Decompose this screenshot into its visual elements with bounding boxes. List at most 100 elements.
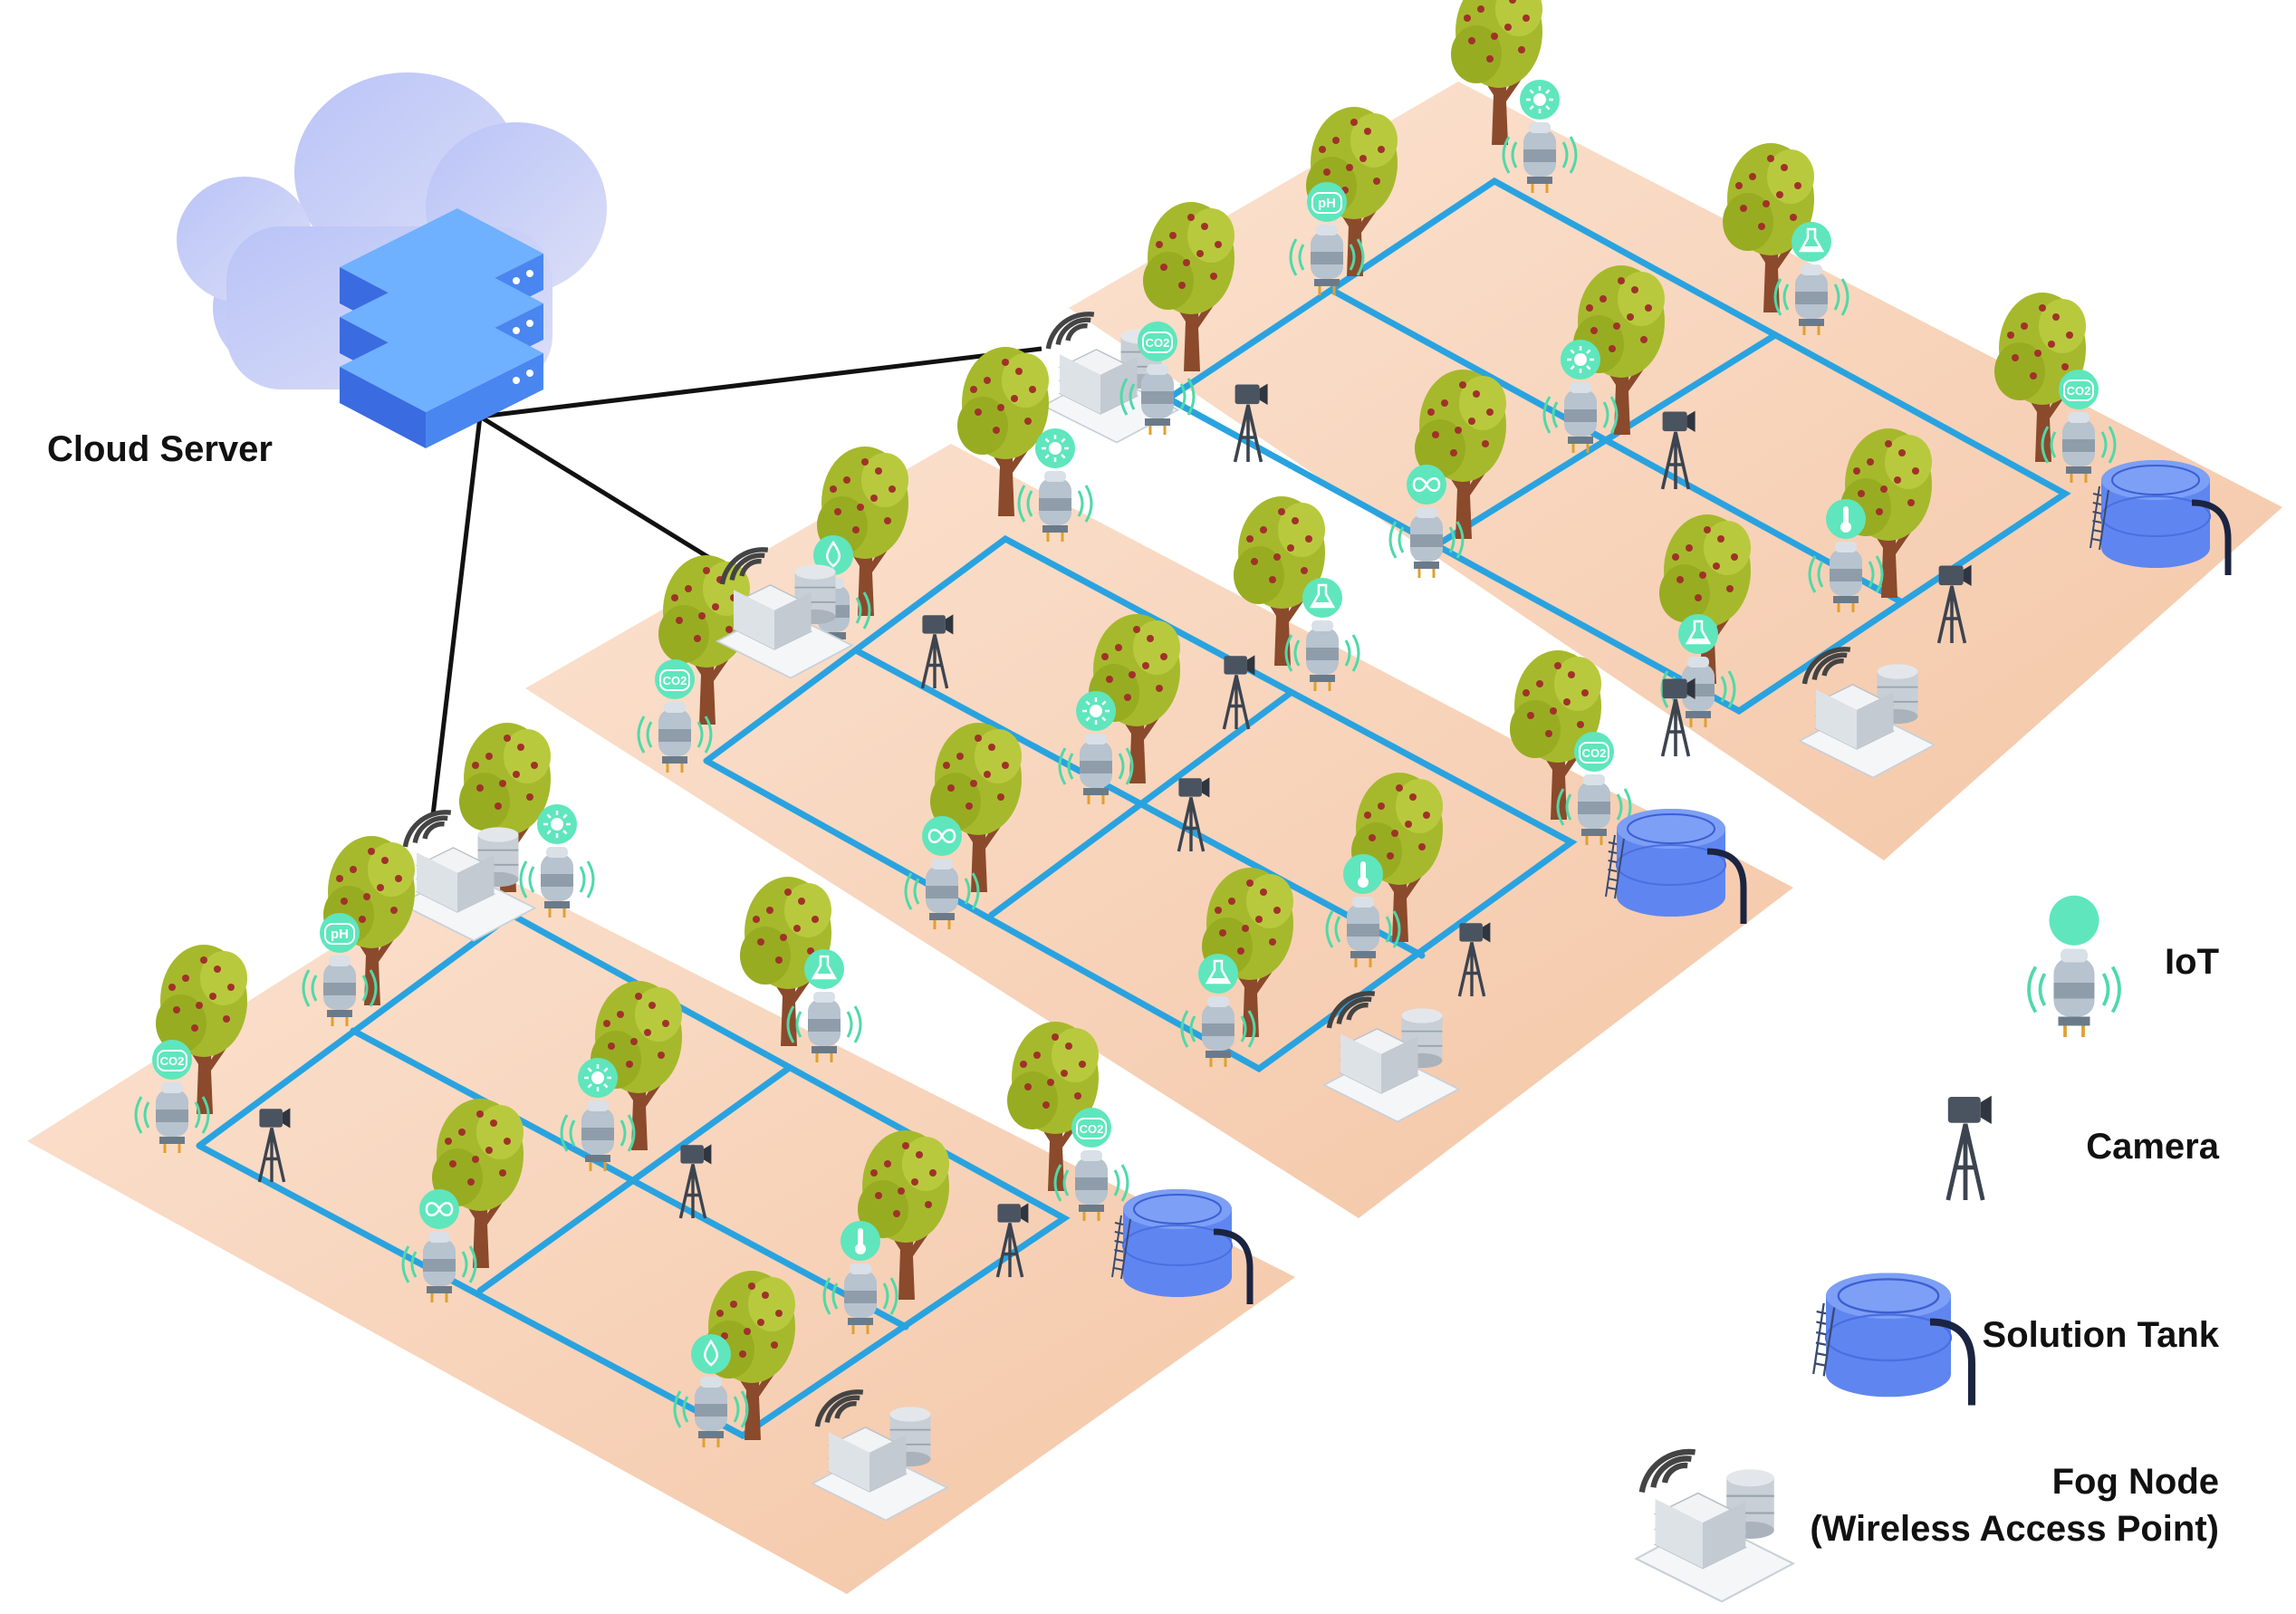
iot-sensor-icon xyxy=(1388,465,1465,578)
sensor-glyph-icon: CO2 xyxy=(1579,742,1609,764)
wifi-icon xyxy=(814,1389,864,1427)
pipe-network-back xyxy=(1165,177,2071,716)
solution-tank-icon xyxy=(1605,809,1747,924)
camera-icon xyxy=(1945,1095,1992,1201)
iot-sensor-icon: pH xyxy=(302,913,378,1026)
sensor-glyph-icon xyxy=(1685,620,1712,645)
sensor-glyph-icon xyxy=(1412,477,1441,492)
svg-text:CO2: CO2 xyxy=(2067,384,2091,398)
camera-icon xyxy=(1660,677,1696,757)
fog-node-icon xyxy=(1042,312,1180,444)
sensor-glyph-icon xyxy=(1082,697,1110,725)
svg-text:CO2: CO2 xyxy=(160,1054,185,1068)
camera-icon xyxy=(257,1108,291,1183)
sensor-glyph-icon xyxy=(1840,506,1851,533)
sensor-glyph-icon xyxy=(826,540,841,568)
tree-icon xyxy=(1007,1022,1099,1191)
sensor-glyph-icon xyxy=(811,955,838,980)
legend-fog-node-label: Fog Node (Wireless Access Point) xyxy=(1810,1458,2219,1552)
fog-node-icon xyxy=(811,1389,949,1522)
server-stack-icon xyxy=(340,208,543,448)
solution-tank-icon xyxy=(1812,1273,1976,1406)
iot-sensor-icon xyxy=(1180,954,1256,1067)
iot-sensor-icon xyxy=(2027,895,2121,1037)
camera-icon xyxy=(1660,410,1696,490)
sensor-glyph-icon xyxy=(543,811,571,838)
sensor-glyph-icon: CO2 xyxy=(2063,379,2094,401)
svg-text:CO2: CO2 xyxy=(1582,746,1607,760)
wifi-icon xyxy=(1638,1448,1696,1494)
iot-sensor-icon xyxy=(1058,691,1134,804)
legend-iot-label: IoT xyxy=(2165,942,2219,982)
tree-icon xyxy=(1510,650,1601,820)
iot-sensor-icon xyxy=(786,949,862,1062)
iot-sensor-icon: CO2 xyxy=(134,1040,210,1153)
irrigation-pipes xyxy=(196,177,2071,1440)
sensor-glyph-icon xyxy=(1358,861,1369,888)
legend-icons xyxy=(1634,895,2121,1603)
svg-text:CO2: CO2 xyxy=(1146,336,1170,350)
pipe-front-mid-1 xyxy=(350,1027,909,1331)
fog-node-icon xyxy=(1634,1448,1796,1603)
sensor-glyph-icon xyxy=(1798,227,1825,253)
iot-sensor-icon: pH xyxy=(1289,182,1365,295)
field-plot-front xyxy=(27,860,1295,1594)
iot-sensor-icon xyxy=(1502,80,1578,193)
wifi-icon xyxy=(719,547,769,585)
legend-tank-label: Solution Tank xyxy=(1982,1315,2219,1355)
iot-sensor-icon: CO2 xyxy=(1119,322,1196,435)
camera-icon xyxy=(920,614,954,689)
fog-node-icon xyxy=(1798,647,1936,779)
sensor-glyph-icon xyxy=(704,1339,718,1367)
pipe-mid-mid-2 xyxy=(988,689,1294,918)
svg-text:CO2: CO2 xyxy=(663,674,687,687)
svg-text:CO2: CO2 xyxy=(1080,1122,1104,1136)
tree-icon xyxy=(1202,868,1293,1037)
tree-icon xyxy=(1723,143,1814,312)
legend-fog-line1: Fog Node xyxy=(2051,1462,2219,1502)
sensor-glyph-icon xyxy=(1042,435,1069,462)
legend-camera-label: Camera xyxy=(2086,1127,2219,1167)
pipe-network-front xyxy=(196,910,1071,1440)
sensor-glyph-icon xyxy=(927,829,956,843)
uplink-front xyxy=(430,416,483,816)
camera-icon xyxy=(1457,922,1491,997)
legend-fog-line2: (Wireless Access Point) xyxy=(1810,1509,2219,1549)
tree-icon xyxy=(858,1130,949,1300)
sensor-glyph-icon xyxy=(1309,583,1336,609)
tree-icon xyxy=(930,723,1022,892)
sensor-glyph-icon xyxy=(1567,346,1594,373)
iot-sensor-icon xyxy=(822,1221,898,1334)
iot-sensor-icon xyxy=(1660,614,1736,727)
camera-icon xyxy=(678,1144,712,1219)
tree-icon xyxy=(156,945,247,1114)
sensor-glyph-icon: CO2 xyxy=(1142,331,1173,353)
svg-text:pH: pH xyxy=(1318,196,1336,211)
sensor-glyph-icon xyxy=(584,1064,611,1091)
iot-sensor-icon: CO2 xyxy=(2041,370,2117,483)
uplinks xyxy=(430,346,1042,816)
uplink-middle xyxy=(478,414,717,564)
camera-icon xyxy=(1936,564,1972,644)
fog-node-icon xyxy=(716,547,854,679)
solution-tank-icon xyxy=(1111,1189,1254,1304)
sensor-glyph-icon xyxy=(425,1202,454,1216)
cloud-server-label: Cloud Server xyxy=(47,429,273,469)
iot-sensor-icon: CO2 xyxy=(1053,1108,1129,1221)
tree-icon xyxy=(1234,496,1325,666)
camera-icon xyxy=(1233,383,1268,463)
wifi-icon xyxy=(402,810,452,848)
sensor-glyph-icon: CO2 xyxy=(659,669,690,691)
iot-sensor-icon xyxy=(1017,428,1093,542)
iot-sensor-icon xyxy=(1808,499,1884,612)
tree-icon xyxy=(1351,773,1443,942)
wifi-icon xyxy=(1326,991,1376,1029)
tree-icon xyxy=(957,347,1049,516)
iot-sensor-icon: CO2 xyxy=(637,659,713,773)
iot-sensor-icon xyxy=(1773,222,1849,335)
fog-node-icon xyxy=(1322,991,1461,1123)
iot-sensor-icon xyxy=(519,804,595,917)
iot-sensor-icon xyxy=(673,1334,749,1447)
